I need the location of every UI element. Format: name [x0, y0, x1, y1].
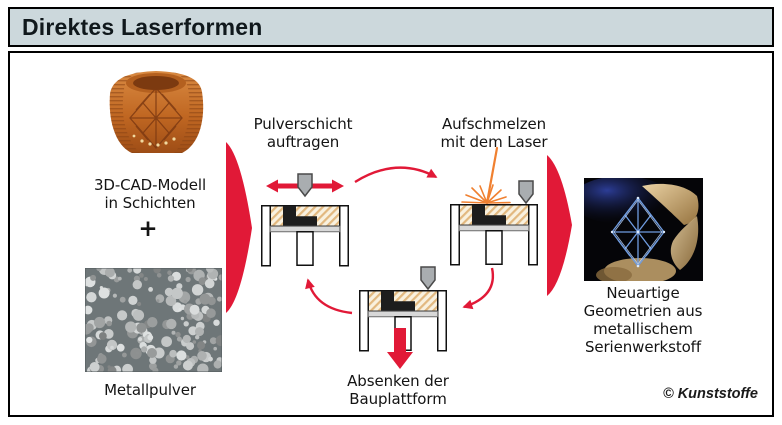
powder-caption: Metallpulver — [104, 381, 196, 399]
cad-highlights — [132, 134, 176, 147]
powder-image — [85, 268, 222, 372]
build-chamber-icon — [261, 205, 349, 267]
step-laser-melt-label: Aufschmelzen mit dem Laser — [440, 115, 548, 151]
cad-model-image — [109, 71, 204, 153]
plus-sign: + — [138, 216, 158, 242]
flow-arrow-right-icon — [547, 155, 572, 296]
flow-arrow-left-icon — [226, 142, 252, 313]
copyright-credit: © Kunststoffe — [662, 386, 758, 402]
cad-lattice-pattern — [129, 87, 183, 149]
result-caption: Neuartige Geometrien aus metallischem Se… — [583, 284, 703, 356]
recoater-nozzle-icon — [297, 173, 313, 197]
machine-step-laser-melt — [450, 146, 538, 266]
platform-down-arrow-icon — [387, 328, 413, 369]
machine-step-apply-powder — [261, 173, 349, 267]
powder-grains — [85, 268, 222, 372]
title-bar: Direktes Laserformen — [8, 7, 774, 47]
build-chamber-icon — [450, 204, 538, 266]
powder-nozzle-icon — [420, 266, 436, 290]
cycle-arrow-right-icon — [462, 267, 495, 310]
cad-model-caption: 3D-CAD-Modell in Schichten — [93, 176, 207, 212]
laser-beam-icon — [461, 146, 511, 205]
step-lower-platform-label: Absenken der Bauplattform — [347, 372, 449, 408]
result-part-image — [584, 178, 703, 281]
cycle-arrow-top-icon — [354, 166, 438, 184]
cycle-arrow-left-icon — [305, 278, 353, 315]
powder-nozzle-icon — [518, 180, 534, 204]
machine-step-lower-platform — [359, 266, 447, 369]
page-title: Direktes Laserformen — [22, 13, 263, 40]
step-apply-powder-label: Pulverschicht auftragen — [253, 115, 353, 151]
diagram-panel: 3D-CAD-Modell in Schichten + Metallpulve… — [8, 51, 774, 417]
